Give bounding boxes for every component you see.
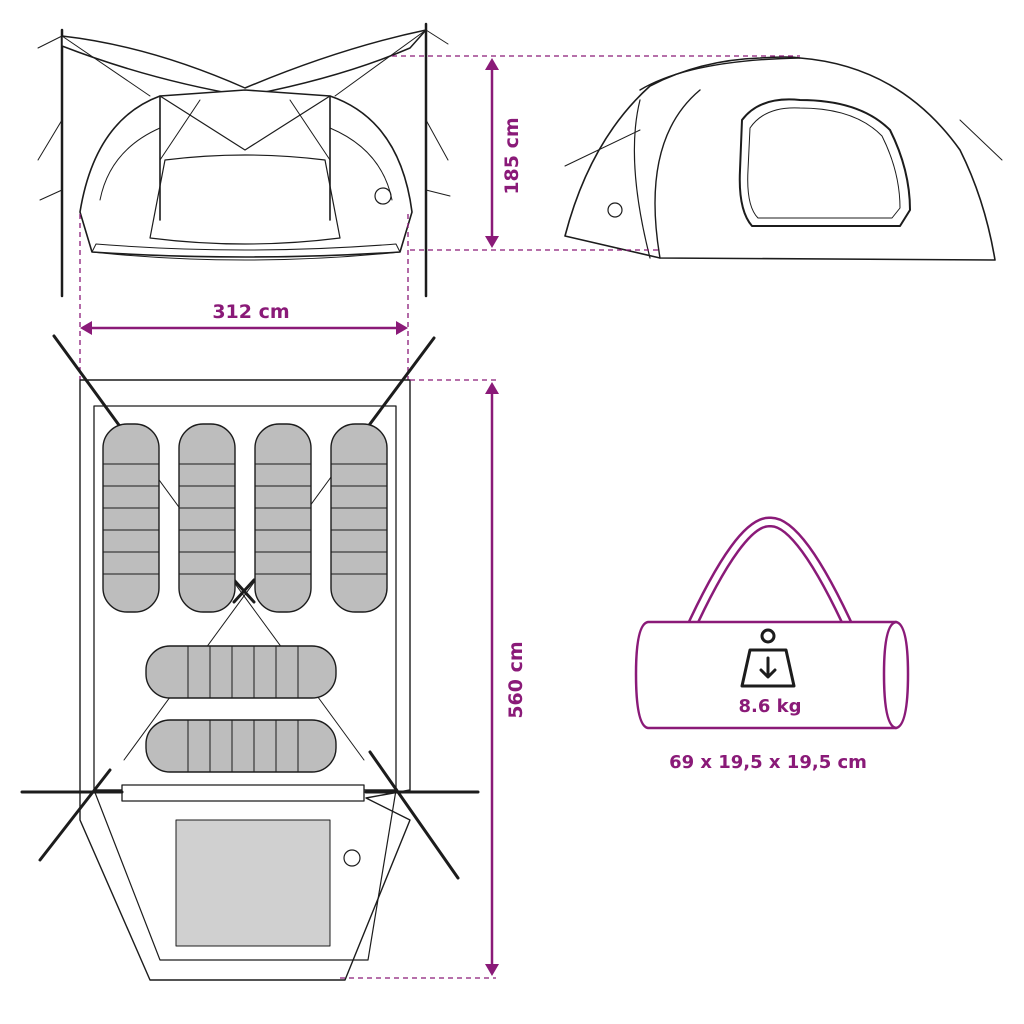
weight-icon [740,628,796,688]
sleeping-bag [330,423,388,613]
width-label: 312 cm [212,301,289,323]
floor-logo-icon [343,849,361,867]
length-label: 560 cm [505,641,527,718]
sleeping-bag-stripes [103,463,387,575]
sleeping-bag [145,719,337,773]
horizontal-bag-stripes [187,646,299,772]
front-tent-body [79,89,413,258]
sleeping-bag [178,423,236,613]
carry-bag [634,516,910,730]
sleeping-bags-upright [102,423,388,613]
bag-handle [682,516,858,640]
length-dimension: 560 cm [340,379,527,979]
width-dimension: 312 cm [79,214,409,380]
height-dimension: 185 cm [392,55,800,251]
front-view [37,22,451,298]
side-tent-body [564,56,996,261]
top-view [20,334,480,981]
pack-size-label: 69 x 19,5 x 19,5 cm [669,752,867,773]
front-tarp [61,29,427,97]
height-label: 185 cm [501,117,523,194]
sleeping-bag [102,423,160,613]
vestibule-mat [175,819,331,947]
side-logo-icon [607,202,623,218]
sleeping-bags-horizontal [145,645,337,773]
sleeping-bag [254,423,312,613]
side-window [738,98,911,227]
tent-logo-icon [374,187,392,205]
weight-label: 8.6 kg [738,696,801,717]
side-view [564,56,1003,261]
sleeping-bag [145,645,337,699]
